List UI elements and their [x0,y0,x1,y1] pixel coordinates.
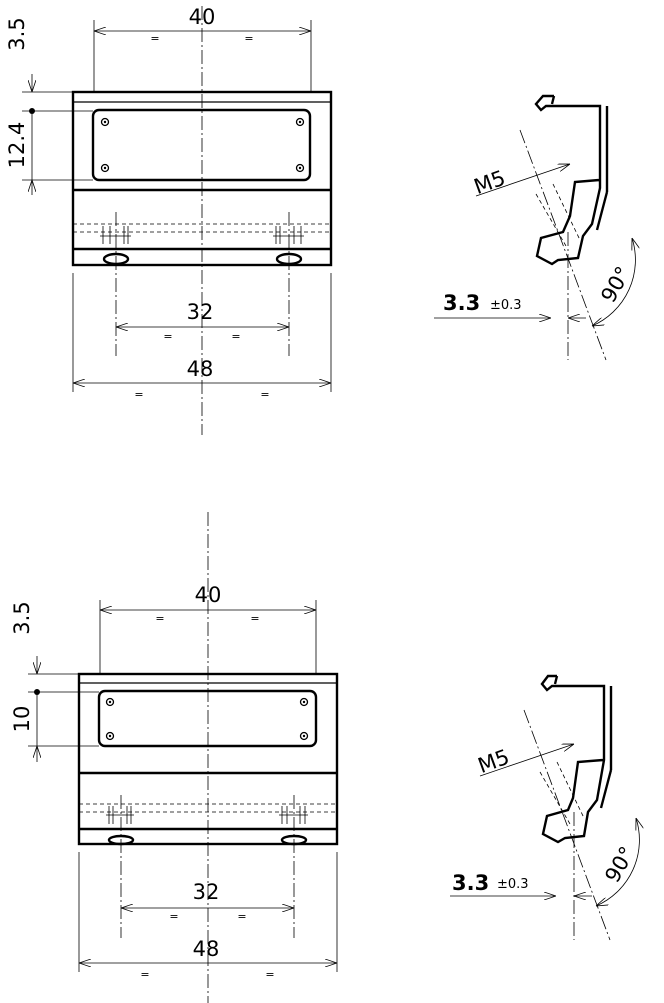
body-outline [71,90,333,267]
angle-label: 90° [596,262,635,306]
eq-mark: = [260,388,269,401]
offset-value: 3.3 [443,291,480,315]
side-view-top: M5 90° 3.3 ±0.3 [434,94,636,361]
plate-screws [100,117,305,173]
eq-mark: = [231,330,240,343]
dim-label-12-4: 12.4 [5,122,29,169]
front-view-bottom: 40 = = [10,512,339,1003]
bracket-edge [595,191,609,231]
front-view-top: 40 = = [5,5,333,435]
eq-mark: = [163,330,172,343]
eq-mark: = [250,612,259,625]
label-plate [91,108,312,182]
dim-label-48: 48 [193,937,220,961]
dim-dot [34,689,40,695]
thread-label: M5 [471,166,509,199]
dim-label-3-5: 3.5 [5,17,29,50]
eq-mark: = [237,910,246,923]
offset-tolerance: ±0.3 [497,877,529,892]
eq-mark: = [134,388,143,401]
eq-mark: = [265,968,274,981]
bracket-profile [534,94,602,266]
dim-label-40: 40 [195,583,222,607]
thread-label: M5 [475,745,513,778]
eq-mark: = [155,612,164,625]
eq-mark: = [140,968,149,981]
thread-line [552,183,581,241]
angle-label: 90° [600,842,639,886]
label-plate [97,689,318,748]
dim-dot [29,108,35,114]
dim-label-32: 32 [187,300,214,324]
bracket-edge [599,769,613,809]
angle-arc [592,238,635,326]
thread-leader [475,164,570,197]
dim-label-32: 32 [193,880,220,904]
thread-line [539,771,571,825]
dim-label-40: 40 [189,5,216,29]
angle-arc [596,818,639,906]
offset-tolerance: ±0.3 [490,298,522,313]
eq-mark: = [244,32,253,45]
eq-mark: = [169,910,178,923]
plate-screws [105,697,309,741]
thread-leader [479,744,574,777]
side-view-bottom: M5 90° 3.3 ±0.3 [450,674,640,941]
dim-label-48: 48 [187,357,214,381]
bracket-hook [553,675,559,685]
bracket-profile [540,674,606,844]
thread-line [535,193,567,247]
body-outline [77,672,339,846]
thread-line [556,761,585,819]
bracket-hook [550,95,556,105]
dim-label-10: 10 [10,706,34,733]
eq-mark: = [150,32,159,45]
dim-label-3-5: 3.5 [10,601,34,634]
offset-value: 3.3 [452,871,489,895]
